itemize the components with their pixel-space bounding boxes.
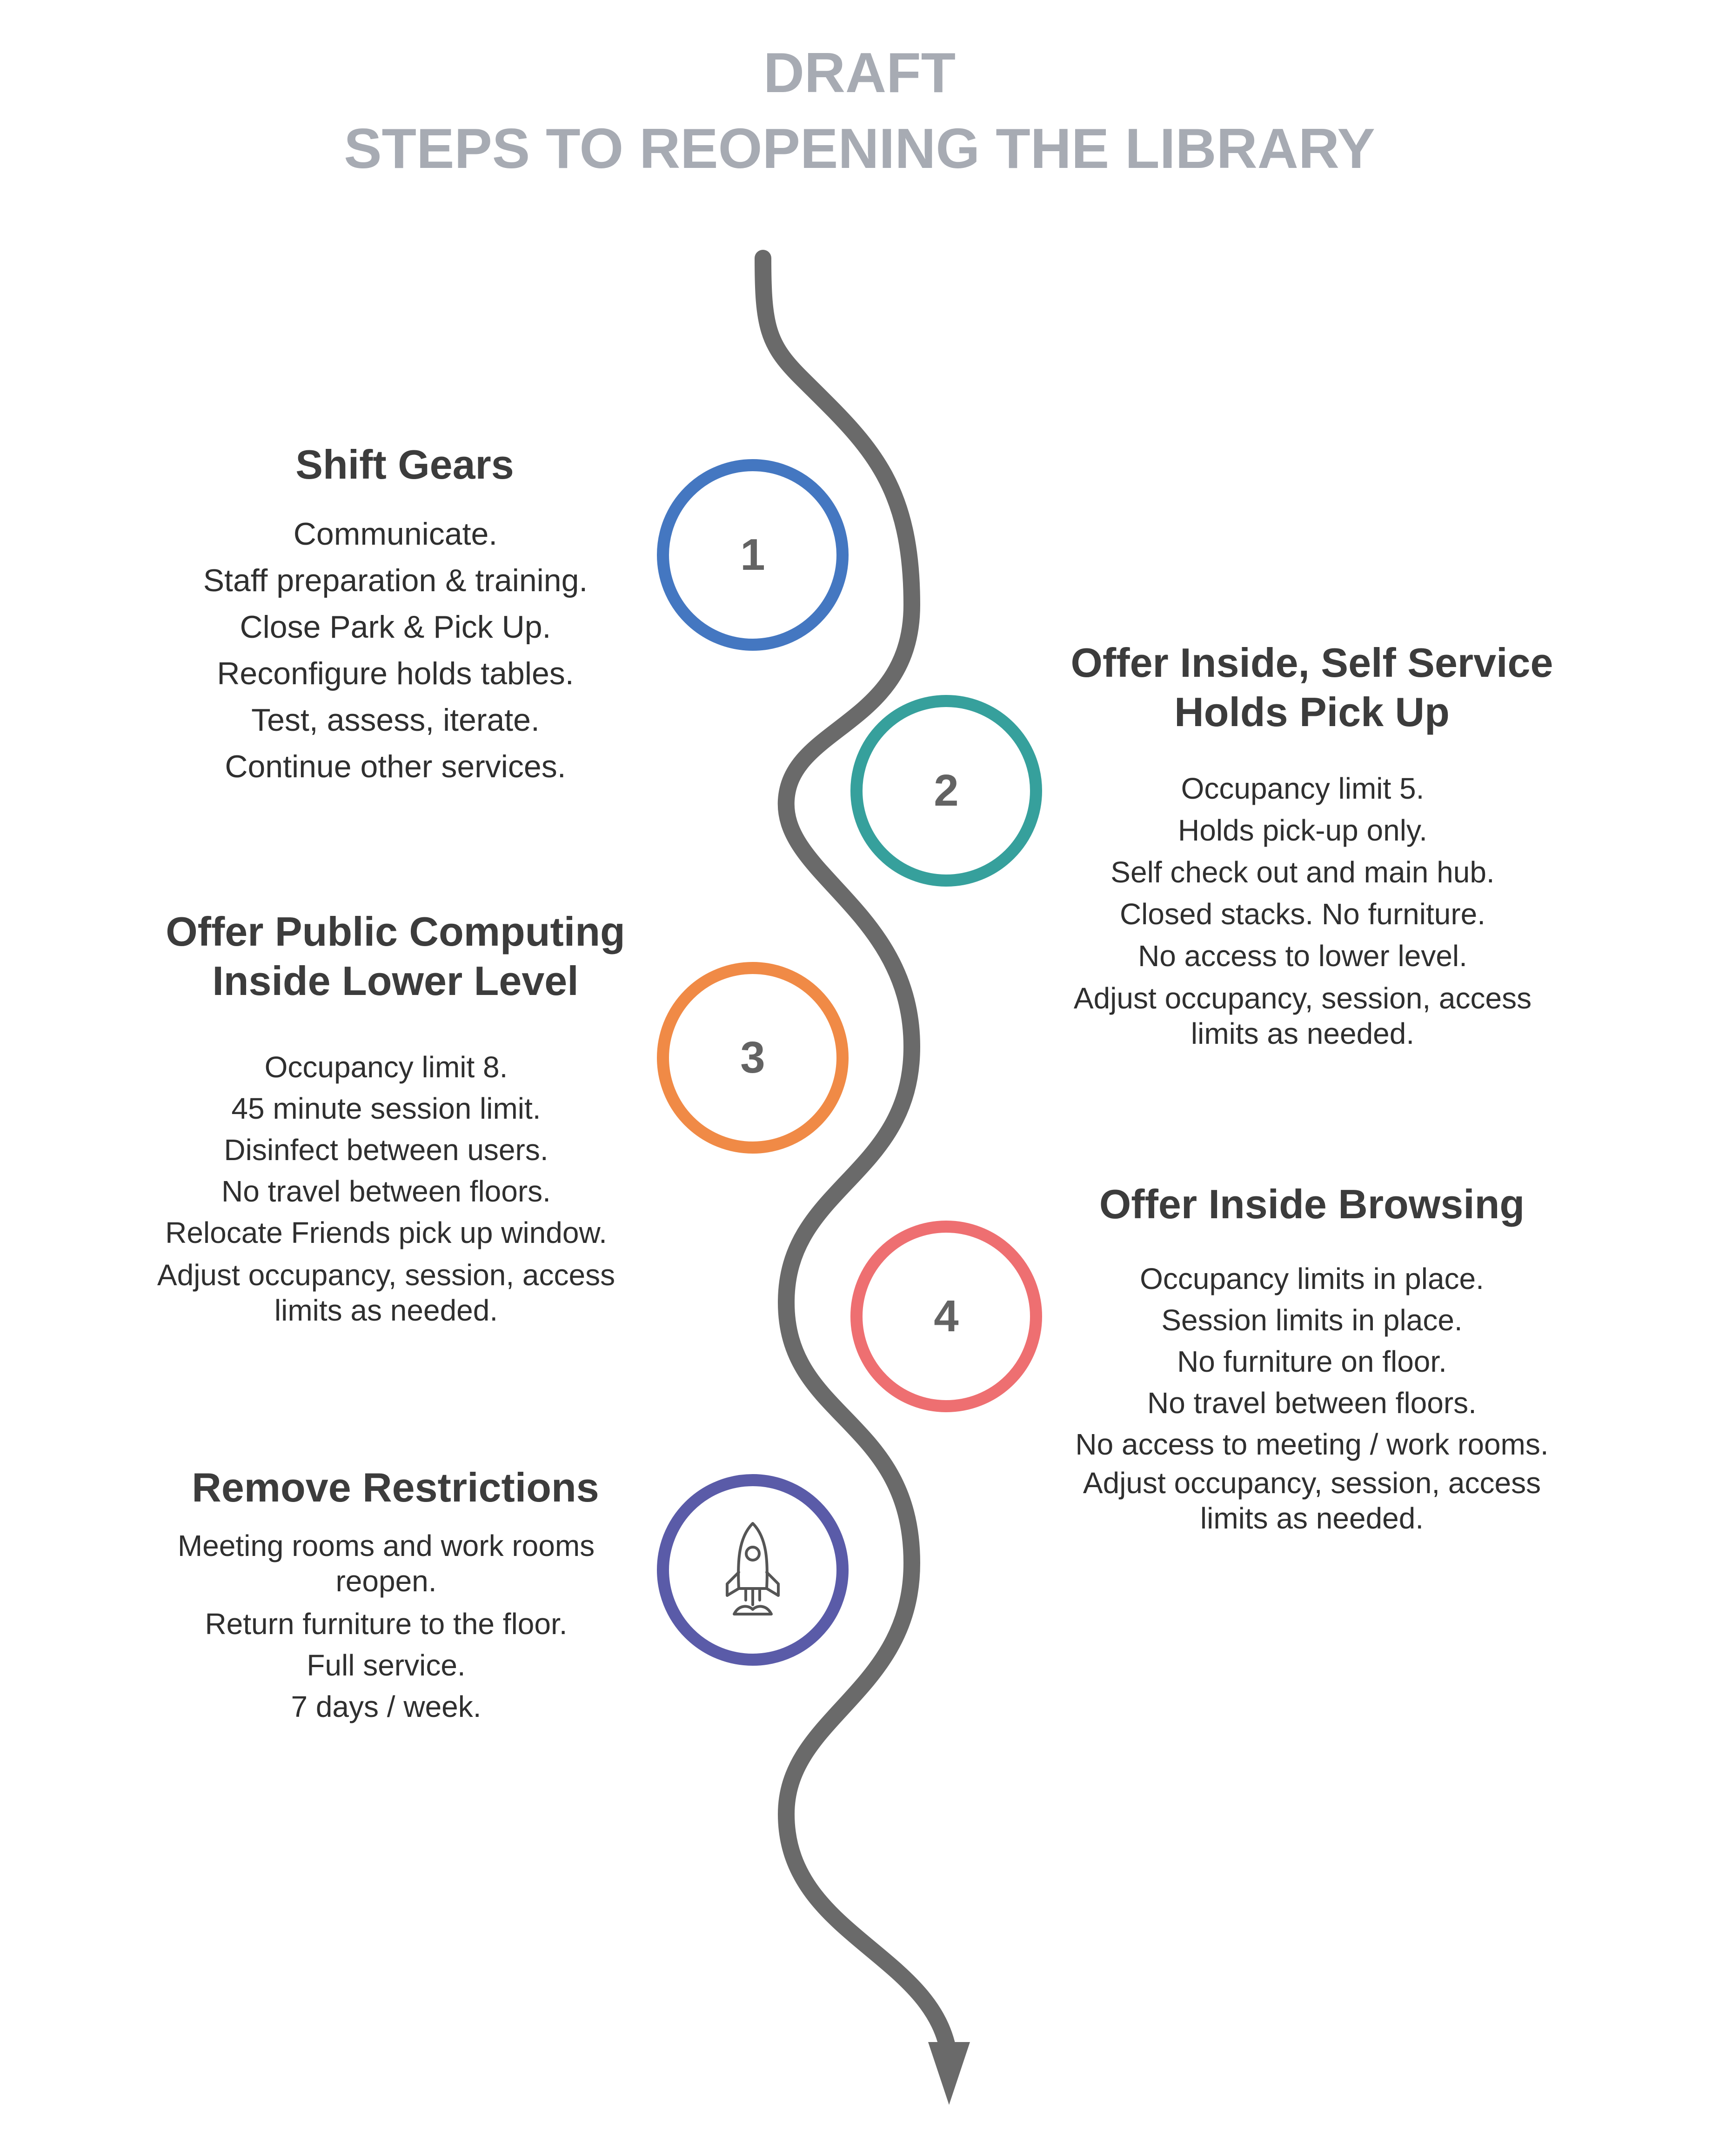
step-2-title-line1: Offer Inside, Self Service	[1070, 640, 1553, 686]
list-item: Reconfigure holds tables.	[217, 656, 574, 691]
step-3-note-line1: Adjust occupancy, session, access	[157, 1258, 615, 1292]
wave-line	[755, 250, 957, 2064]
list-item: Disinfect between users.	[224, 1133, 548, 1167]
list-item: Session limits in place.	[1161, 1303, 1463, 1337]
list-item: 45 minute session limit.	[231, 1092, 541, 1125]
list-item: Holds pick-up only.	[1178, 814, 1427, 847]
step-2-title: Offer Inside, Self Service Holds Pick Up	[1023, 638, 1600, 737]
list-item: Self check out and main hub.	[1110, 855, 1495, 889]
step-4-note-line1: Adjust occupancy, session, access	[1083, 1466, 1541, 1500]
step-4-list: Occupancy limits in place. Session limit…	[1023, 1258, 1600, 1536]
list-item: Adjust occupancy, session, access limits…	[1023, 1465, 1600, 1536]
step-1-circle: 1	[657, 459, 849, 651]
list-item: No travel between floors.	[1147, 1386, 1477, 1420]
list-item: Adjust occupancy, session, access limits…	[107, 1254, 665, 1328]
step-3-note-line2: limits as needed.	[274, 1294, 498, 1327]
step-2-title-line2: Holds Pick Up	[1174, 689, 1450, 735]
list-item: Occupancy limits in place.	[1140, 1262, 1484, 1295]
step-2-note-line1: Adjust occupancy, session, access	[1073, 981, 1532, 1015]
list-item: Relocate Friends pick up window.	[165, 1216, 607, 1249]
list-item: Meeting rooms and work rooms reopen.	[107, 1528, 665, 1603]
list-item: No furniture on floor.	[1177, 1345, 1447, 1378]
step-2-circle: 2	[850, 695, 1042, 887]
step-4-number: 4	[934, 1291, 959, 1341]
rocket-icon	[726, 1522, 780, 1615]
step-3-title-line1: Offer Public Computing	[166, 908, 625, 955]
step-1-title: Shift Gears	[295, 441, 514, 487]
list-item: No travel between floors.	[221, 1175, 551, 1208]
step-3-title-line2: Inside Lower Level	[212, 958, 579, 1004]
list-item: 7 days / week.	[291, 1690, 482, 1723]
step-2-number: 2	[934, 766, 959, 815]
draft-label: DRAFT	[763, 41, 956, 104]
step-1-number: 1	[740, 530, 765, 580]
step-4-title: Offer Inside Browsing	[1099, 1181, 1525, 1227]
list-item: Close Park & Pick Up.	[240, 609, 551, 645]
list-item: Occupancy limit 8.	[264, 1050, 508, 1084]
step-5-list: Meeting rooms and work rooms reopen. Ret…	[107, 1528, 665, 1728]
step-5-title: Remove Restrictions	[192, 1464, 599, 1510]
list-item: Return furniture to the floor.	[205, 1607, 568, 1641]
page-title: STEPS TO REOPENING THE LIBRARY	[344, 117, 1375, 180]
list-item: Adjust occupancy, session, access limits…	[1023, 977, 1582, 1051]
step-5-item1-line2: reopen.	[335, 1564, 437, 1598]
list-item: Full service.	[307, 1649, 466, 1682]
arrow-head	[928, 2042, 970, 2105]
step-1-list: Communicate. Staff preparation & trainin…	[140, 511, 651, 790]
step-2-list: Occupancy limit 5. Holds pick-up only. S…	[1023, 768, 1582, 1051]
list-item: Staff preparation & training.	[203, 563, 588, 598]
step-5-circle	[657, 1474, 849, 1666]
list-item: Test, assess, iterate.	[251, 702, 540, 738]
list-item: No access to meeting / work rooms.	[1075, 1428, 1549, 1461]
step-4-circle: 4	[850, 1221, 1042, 1412]
step-3-list: Occupancy limit 8. 45 minute session lim…	[107, 1047, 665, 1328]
step-3-circle: 3	[657, 962, 849, 1154]
step-4-note-line2: limits as needed.	[1200, 1502, 1424, 1535]
step-3-number: 3	[740, 1033, 765, 1082]
list-item: Occupancy limit 5.	[1181, 772, 1425, 805]
step-5-item1-line1: Meeting rooms and work rooms	[177, 1529, 595, 1562]
list-item: Continue other services.	[225, 749, 566, 784]
list-item: No access to lower level.	[1138, 939, 1467, 973]
list-item: Closed stacks. No furniture.	[1119, 897, 1486, 931]
step-2-note-line2: limits as needed.	[1191, 1017, 1415, 1050]
list-item: Communicate.	[293, 516, 498, 552]
step-3-title: Offer Public Computing Inside Lower Leve…	[116, 907, 675, 1006]
